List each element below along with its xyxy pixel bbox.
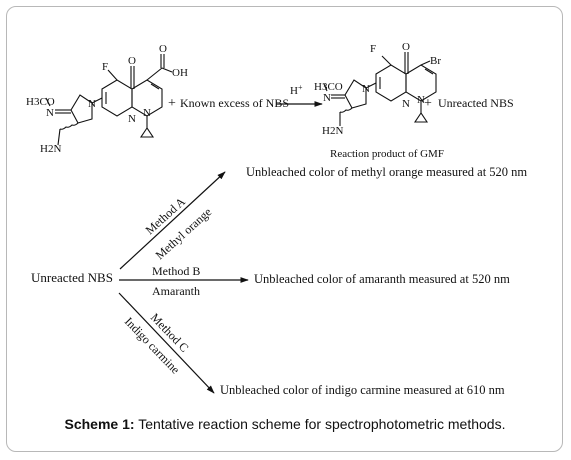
method-c-result: Unbleached color of indigo carmine measu… — [220, 383, 505, 397]
product-plus: + — [424, 96, 432, 111]
product-quinolone-nitrogen: N — [417, 94, 425, 106]
reactant-acid-oxygen: O — [159, 43, 167, 55]
method-a-result: Unbleached color of methyl orange measur… — [246, 165, 527, 179]
product-pyrrolidine-nitrogen: N — [362, 83, 370, 95]
unreacted-nbs-source: Unreacted NBS — [31, 270, 113, 285]
product-methoxy: H3CO — [314, 81, 343, 93]
method-c-arrow — [118, 292, 215, 394]
scheme-caption: Scheme 1: Tentative reaction scheme for … — [65, 416, 506, 432]
reactant-amine: H2N — [40, 143, 61, 155]
reactant-ketone-oxygen: O — [128, 55, 136, 67]
reactant-ring-nitrogen: N — [128, 113, 136, 125]
product-ring-nitrogen: N — [402, 98, 410, 110]
product-oxime-nitrogen: N — [323, 92, 331, 104]
reactant-pyrrolidine-nitrogen: N — [88, 98, 96, 110]
caption-text: Tentative reaction scheme for spectropho… — [138, 416, 505, 432]
scheme-frame — [6, 6, 563, 452]
reactant-hydroxyl: OH — [172, 67, 188, 79]
reagent-label: Known excess of NBS — [180, 96, 289, 110]
reactant-quinolone-nitrogen: N — [143, 107, 151, 119]
catalyst-label: H+ — [290, 83, 303, 98]
product-ketone-oxygen: O — [402, 41, 410, 53]
method-a-arrow — [119, 171, 226, 270]
reactant-structure: F O O OH N N N H3CO N H2N — [26, 43, 188, 155]
reactant-fluorine: F — [102, 61, 108, 73]
reactant-oxime-nitrogen: N — [46, 107, 54, 119]
product-amine: H2N — [322, 125, 343, 137]
product-bromine: Br — [430, 55, 441, 67]
method-b-reagent: Amaranth — [152, 284, 200, 298]
caption-label: Scheme 1: — [65, 416, 135, 432]
product-caption: Reaction product of GMF — [330, 148, 444, 160]
product-structure: F O Br N N N H3CO N H2N — [314, 41, 441, 137]
unreacted-nbs-product-label: Unreacted NBS — [438, 96, 514, 110]
method-b-result: Unbleached color of amaranth measured at… — [254, 272, 510, 286]
product-fluorine: F — [370, 43, 376, 55]
reactant-plus: + — [168, 96, 176, 111]
method-b-label: Method B — [152, 264, 200, 278]
reactant-methoxy: H3CO — [26, 96, 55, 108]
